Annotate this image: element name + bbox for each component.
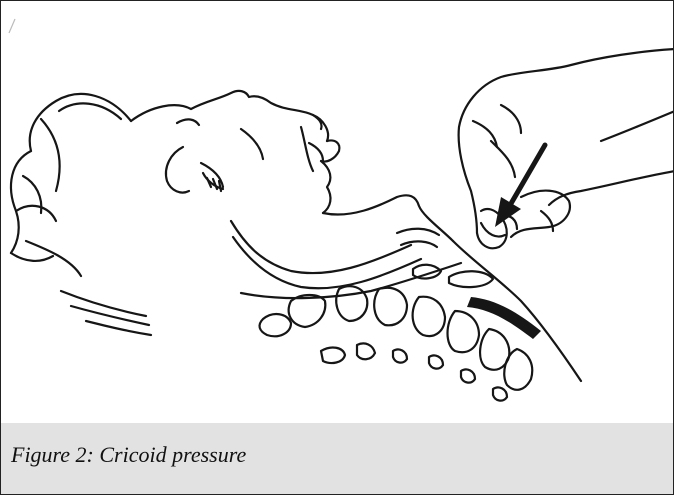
pressure-arrow (495, 145, 545, 227)
cricoid-pressure-illustration (1, 1, 674, 431)
scan-mark (9, 19, 15, 33)
hand (459, 49, 674, 248)
figure-caption: Figure 2: Cricoid pressure (11, 442, 246, 468)
airway (231, 221, 541, 339)
patient-hair (11, 94, 151, 335)
